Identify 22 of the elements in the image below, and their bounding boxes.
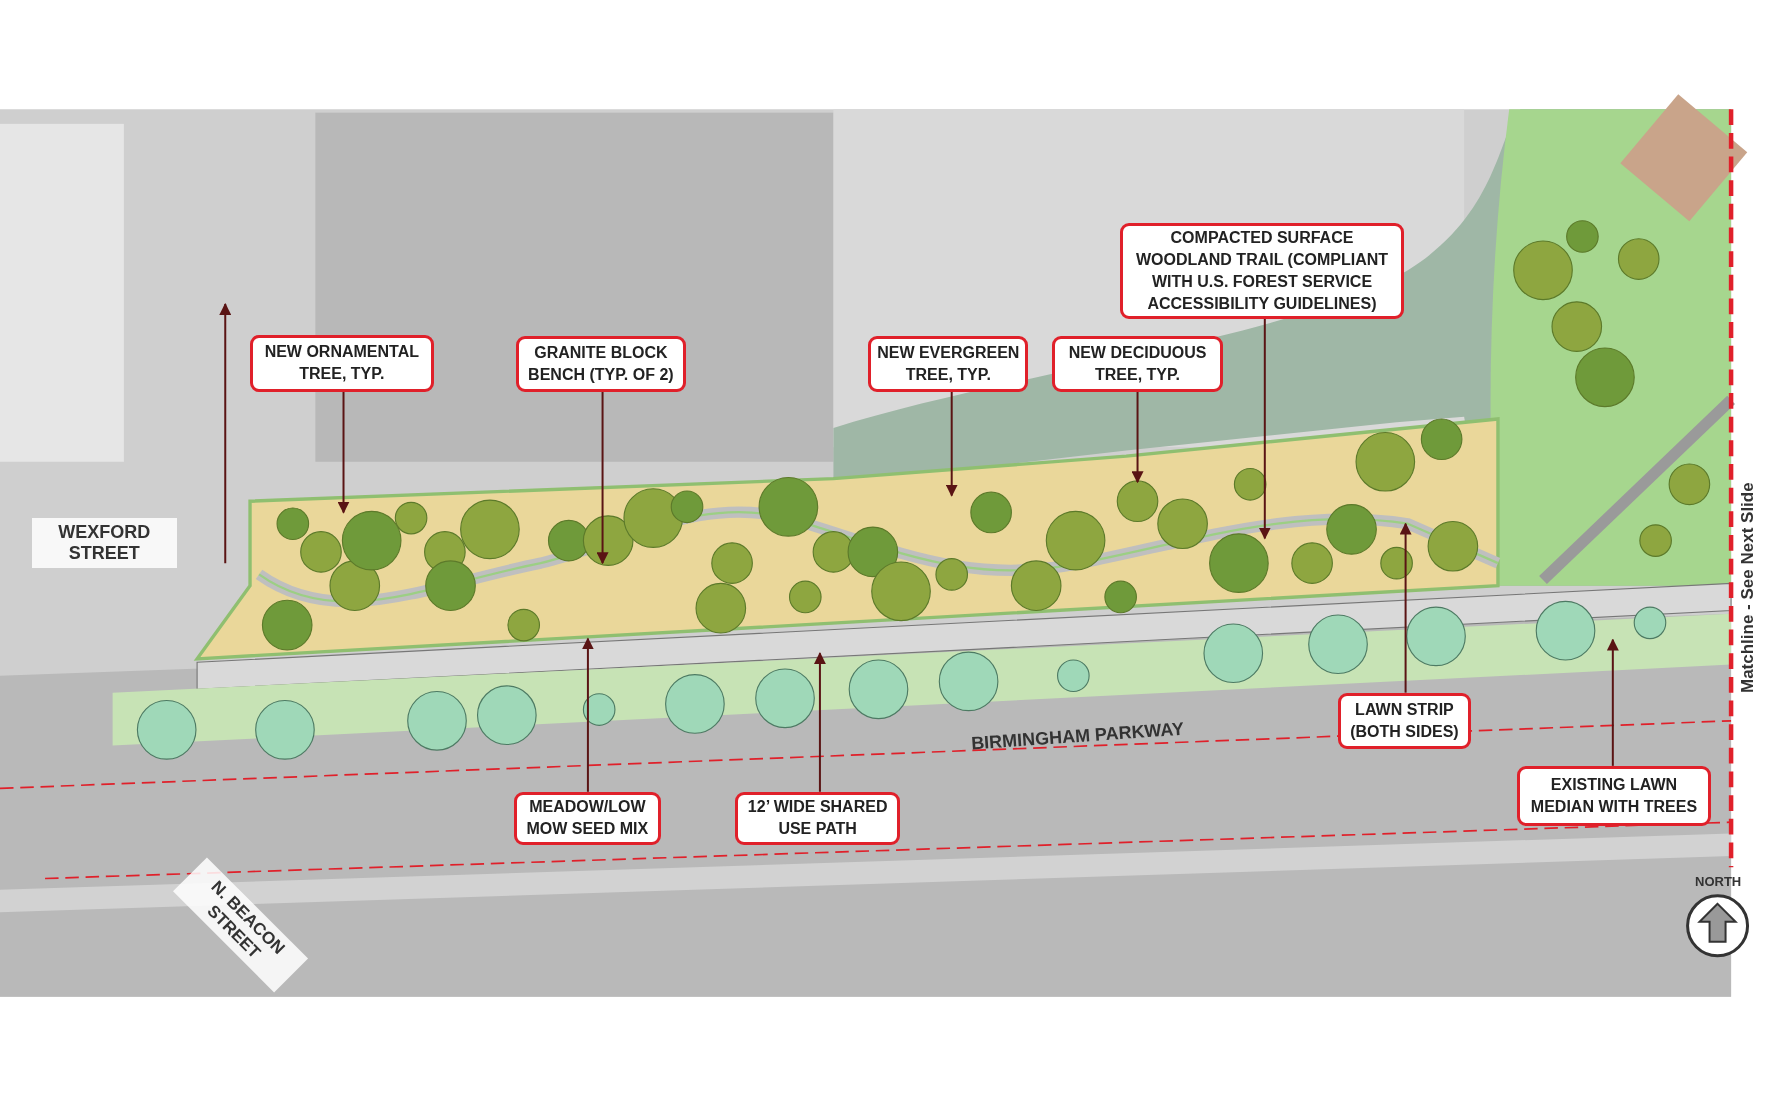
callout-label: COMPACTED SURFACE WOODLAND TRAIL (COMPLIANT WITH U.S. FOREST SERVICE ACCESSIBILITY GUIDELINES) bbox=[1119, 223, 1405, 319]
leader-line bbox=[1131, 390, 1144, 484]
leader-line bbox=[1606, 638, 1619, 767]
street-name: WEXFORD STREET bbox=[31, 518, 177, 569]
callout-label: GRANITE BLOCK BENCH (TYP. OF 2) bbox=[515, 335, 686, 392]
leader-line bbox=[596, 390, 609, 565]
leader-line bbox=[813, 652, 826, 793]
leader-line bbox=[1399, 522, 1412, 694]
callout-label: MEADOW/LOW MOW SEED MIX bbox=[513, 791, 662, 845]
leader-line bbox=[1258, 317, 1271, 540]
callout-label: NEW DECIDUOUS TREE, TYP. bbox=[1051, 335, 1224, 392]
north-label: NORTH bbox=[1695, 874, 1742, 889]
leader-line bbox=[337, 390, 350, 514]
street-name: BIRMINGHAM PARKWAY bbox=[970, 719, 1185, 755]
matchline-note: Matchline - See Next Slide bbox=[1737, 481, 1758, 693]
callout-label: NEW ORNAMENTAL TREE, TYP. bbox=[250, 334, 434, 392]
leader-line bbox=[581, 637, 594, 793]
callout-label: NEW EVERGREEN TREE, TYP. bbox=[868, 335, 1029, 392]
callout-label: LAWN STRIP (BOTH SIDES) bbox=[1338, 692, 1471, 749]
callout-label: EXISTING LAWN MEDIAN WITH TREES bbox=[1517, 765, 1711, 826]
callout-label: 12’ WIDE SHARED USE PATH bbox=[735, 791, 900, 845]
leader-line bbox=[945, 390, 958, 497]
